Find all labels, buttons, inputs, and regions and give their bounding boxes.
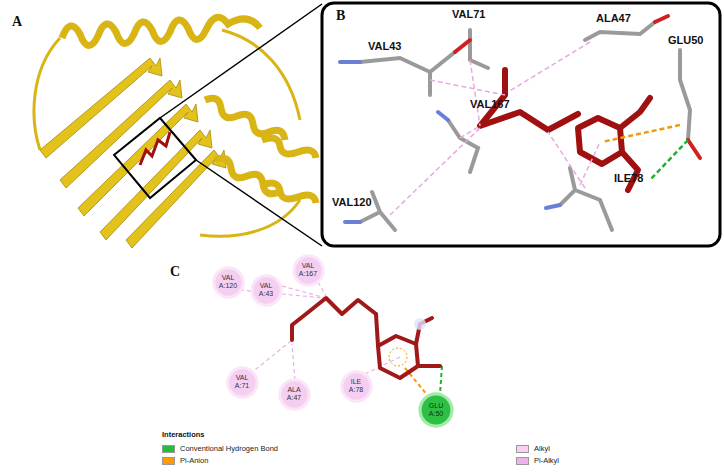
residue-circle: ILE A:78: [340, 370, 373, 403]
aromatic-centroid: [389, 348, 407, 366]
residue-name: VAL A:71: [230, 374, 254, 390]
legend-text: Conventional Hydrogen Bond: [180, 444, 278, 453]
interaction-dashes: [390, 42, 688, 215]
residue-name: GLU A:50: [424, 402, 448, 418]
hbond-dash: [440, 366, 442, 394]
residue-circle: ALA A:47: [278, 378, 311, 411]
residue-circle: VAL A:43: [250, 274, 283, 307]
residue-sticks: [340, 16, 700, 230]
legend-swatch: [162, 457, 175, 465]
donor-halo: [414, 318, 426, 330]
panel-letter: C: [170, 264, 180, 280]
zoom-line: [160, 4, 322, 118]
legend-swatch: [516, 457, 529, 465]
residue-label: ILE78: [614, 172, 643, 184]
legend-heading: Interactions: [162, 430, 205, 439]
residue-circle: VAL A:167: [292, 254, 325, 287]
legend-swatch: [162, 445, 175, 453]
residue-name: ALA A:47: [282, 386, 306, 402]
residue-label: GLU50: [668, 34, 703, 46]
panel-letter: A: [12, 14, 22, 30]
residue-label: ALA47: [596, 12, 631, 24]
residue-name: VAL A:120: [216, 274, 240, 290]
residue-label: VAL71: [452, 8, 485, 20]
zoom-line: [196, 160, 322, 246]
residue-name: ILE A:78: [344, 378, 368, 394]
legend-text: Pi-Alkyl: [534, 456, 559, 465]
panel-frame: [322, 3, 720, 246]
ligand-sticks: [480, 70, 650, 190]
residue-circle: GLU A:50: [418, 392, 454, 428]
legend-swatch: [516, 445, 529, 453]
interaction-dashes-2d: [240, 282, 402, 380]
residue-label: VAL167: [470, 98, 510, 110]
residue-circle: VAL A:120: [212, 266, 245, 299]
legend-text: Alkyl: [534, 444, 550, 453]
legend-text: Pi-Anion: [180, 456, 208, 465]
residue-circle: VAL A:71: [226, 366, 259, 399]
ligand-2d: [292, 298, 440, 378]
panel-letter: B: [336, 8, 345, 24]
ligand-small: [140, 132, 170, 165]
zoom-box: [114, 118, 196, 198]
residue-label: VAL120: [332, 196, 372, 208]
residue-label: VAL43: [368, 40, 401, 52]
residue-name: VAL A:167: [296, 262, 320, 278]
residue-name: VAL A:43: [254, 282, 278, 298]
